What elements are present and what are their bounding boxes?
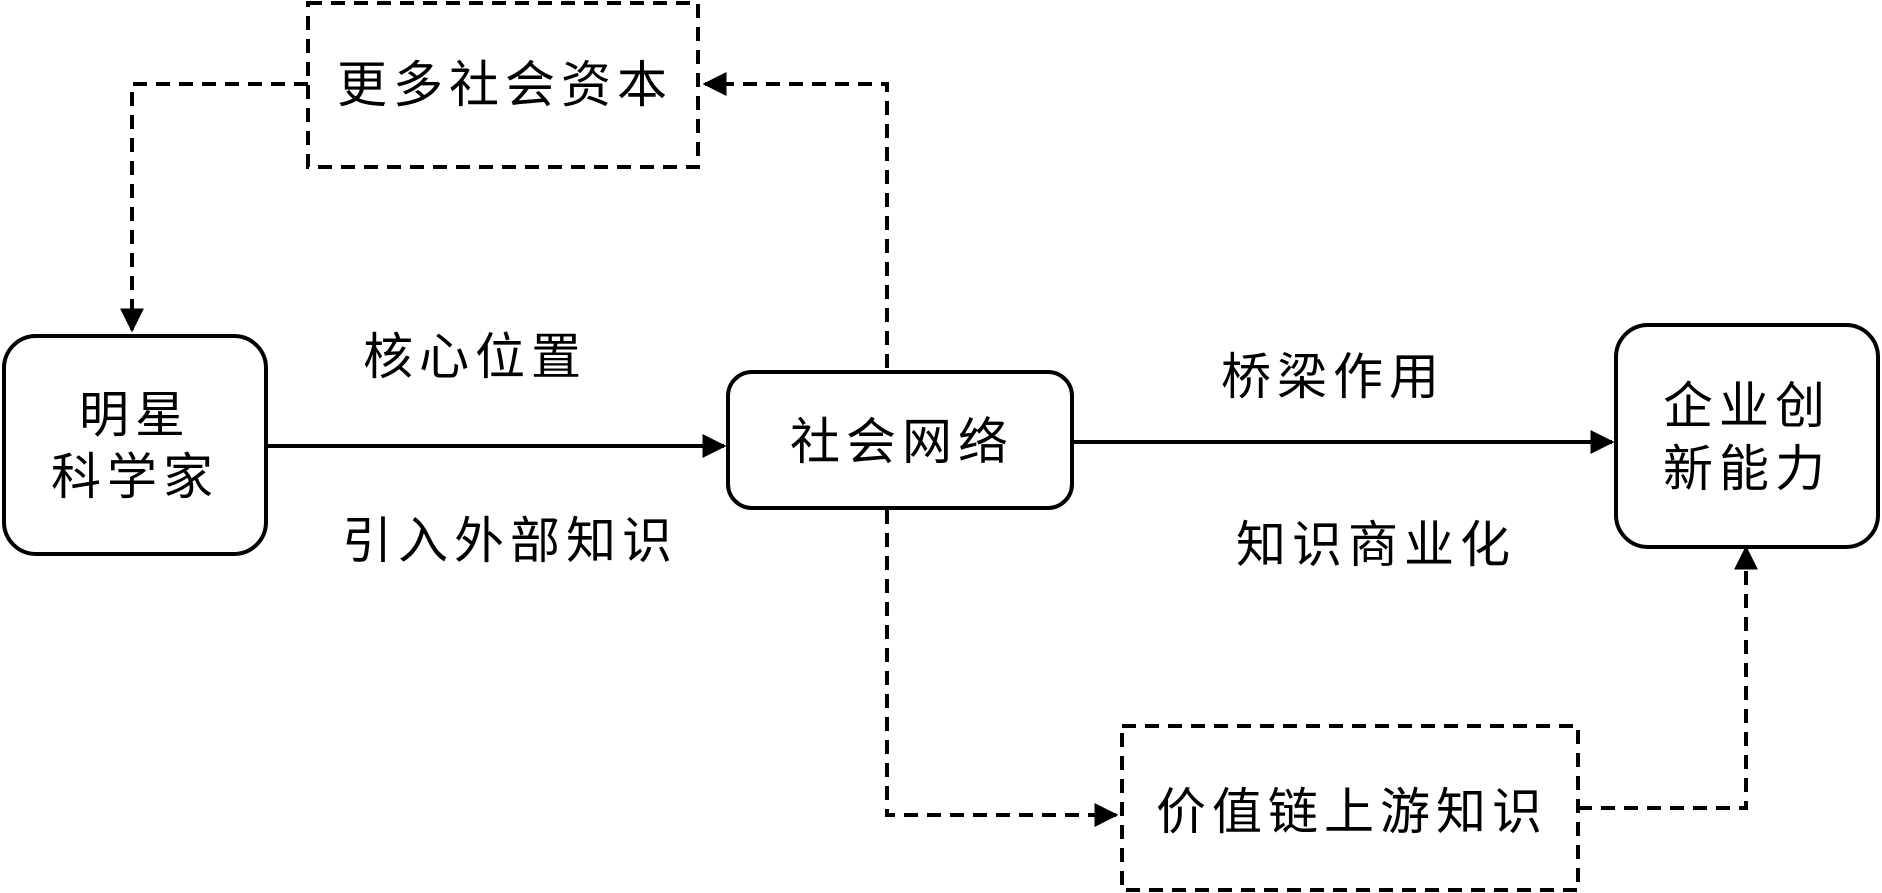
node-social-capital-label: 更多社会资本: [337, 56, 673, 114]
node-upstream-knowledge-label: 价值链上游知识: [1156, 783, 1548, 841]
edge-upstream-to-innovation: [1578, 545, 1758, 810]
node-social-network-label: 社会网络: [790, 413, 1014, 471]
node-star-scientist-line-2: 科学家: [51, 448, 219, 506]
node-upstream-knowledge: 价值链上游知识: [1120, 724, 1580, 892]
node-innovation-line-2: 新能力: [1663, 440, 1831, 498]
edge-network-to-upstream: [885, 510, 1119, 827]
node-social-network: 社会网络: [726, 370, 1074, 510]
edge-label-external-knowledge: 引入外部知识: [342, 512, 678, 570]
edge-network-to-capital: [702, 72, 889, 368]
edge-label-bridge-role: 桥梁作用: [1221, 348, 1445, 406]
node-innovation-line-1: 企业创: [1663, 377, 1831, 435]
node-social-capital: 更多社会资本: [306, 1, 700, 169]
node-innovation: 企业创 新能力: [1614, 323, 1880, 549]
node-star-scientist-line-1: 明星: [79, 386, 191, 444]
node-star-scientist: 明星 科学家: [2, 334, 268, 556]
edge-capital-to-scientist: [120, 82, 308, 333]
edge-label-core-position: 核心位置: [363, 328, 587, 386]
edge-label-commercialization: 知识商业化: [1236, 516, 1516, 574]
